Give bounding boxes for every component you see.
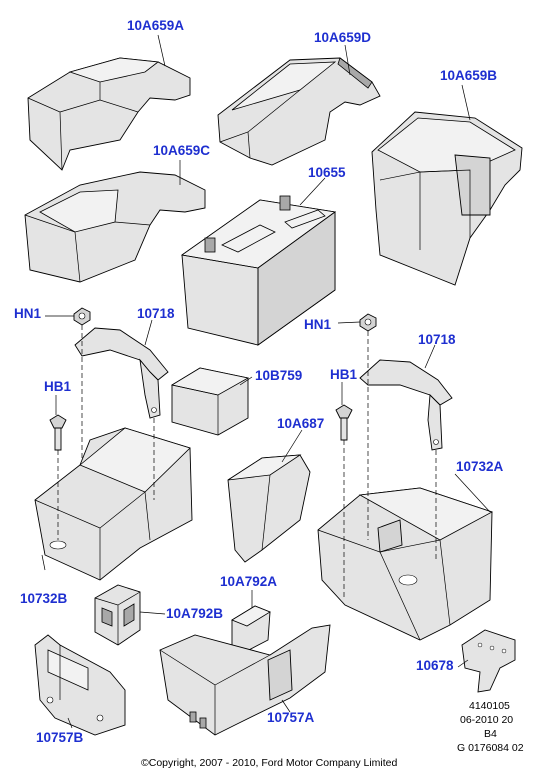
cover-10A659D <box>217 57 381 166</box>
label-10678[interactable]: 10678 <box>416 658 454 673</box>
bolt-HB1-right <box>335 404 353 441</box>
label-10A792B[interactable]: 10A792B <box>166 606 224 621</box>
label-10A659A[interactable]: 10A659A <box>127 18 185 33</box>
cover-10A659B <box>371 111 523 286</box>
label-HB1-left[interactable]: HB1 <box>44 379 72 394</box>
label-10655[interactable]: 10655 <box>308 165 346 180</box>
cover-10A659C <box>24 171 206 283</box>
battery-terminal-positive <box>279 195 291 211</box>
bracket-10A687 <box>227 454 311 563</box>
clamp-10718-left <box>74 327 169 419</box>
label-10732A[interactable]: 10732A <box>456 459 504 474</box>
tray-10732B <box>34 427 193 581</box>
label-10A687[interactable]: 10A687 <box>277 416 325 431</box>
clamp-10718-right <box>359 359 453 451</box>
battery-10B759 <box>170 367 250 436</box>
date-code: 06-2010 20 <box>460 714 514 726</box>
label-10718-left[interactable]: 10718 <box>137 306 175 321</box>
clip-10A792A <box>231 605 271 653</box>
copyright-notice: ©Copyright, 2007 - 2010, Ford Motor Comp… <box>141 757 398 769</box>
label-10757B[interactable]: 10757B <box>36 730 84 745</box>
clip-10678 <box>461 629 516 693</box>
leader-lines <box>41 34 491 729</box>
drawing-id: G 0176084 02 <box>457 742 524 754</box>
label-10A659B[interactable]: 10A659B <box>440 68 498 83</box>
label-10A659C[interactable]: 10A659C <box>153 143 211 158</box>
assembly-guide-lines <box>57 325 437 600</box>
nut-HN1-left <box>73 307 91 326</box>
label-10757A[interactable]: 10757A <box>267 710 315 725</box>
tray-10732A <box>317 487 494 641</box>
reference-number: 4140105 <box>469 700 510 712</box>
battery-10655 <box>180 195 337 346</box>
label-10A792A[interactable]: 10A792A <box>220 574 278 589</box>
cover-10A659A <box>27 57 191 171</box>
label-HB1-right[interactable]: HB1 <box>330 367 358 382</box>
label-10732B[interactable]: 10732B <box>20 591 68 606</box>
label-HN1-left[interactable]: HN1 <box>14 306 42 321</box>
label-10718-right[interactable]: 10718 <box>418 332 456 347</box>
battery-terminal-negative <box>204 237 216 253</box>
sheet-number: B4 <box>484 728 497 740</box>
label-HN1-right[interactable]: HN1 <box>304 317 332 332</box>
bracket-10757A <box>159 624 331 736</box>
bolt-HB1-left <box>49 414 67 451</box>
nut-HN1-right <box>359 313 377 332</box>
clip-10A792B <box>94 584 141 646</box>
bracket-10757B <box>34 634 126 736</box>
label-10A659D[interactable]: 10A659D <box>314 30 372 45</box>
label-10B759[interactable]: 10B759 <box>255 368 303 383</box>
